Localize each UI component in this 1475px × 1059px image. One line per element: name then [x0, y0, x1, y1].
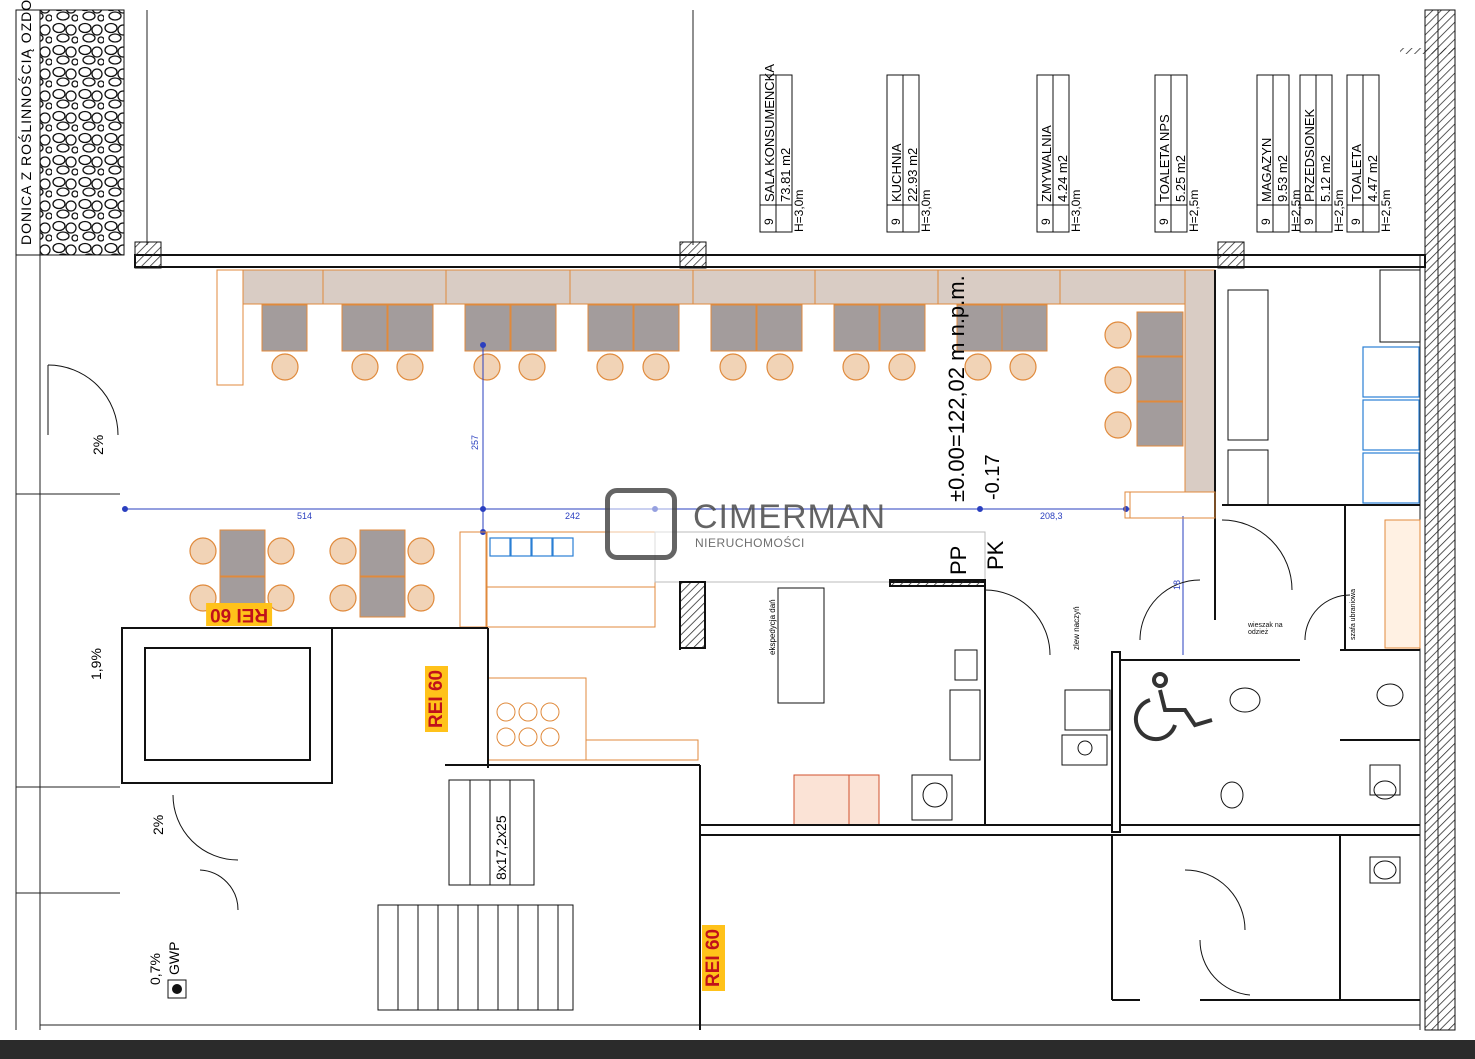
rei-label-2: REI 60: [425, 665, 448, 732]
level-minus: -0.17: [982, 454, 1004, 500]
logo-subtitle: NIERUCHOMOŚCI: [695, 536, 805, 550]
planter-border: [15, 9, 41, 256]
planter-label: DONICA Z ROŚLINNOŚCIĄ OZDOBNĄ: [18, 0, 34, 245]
room-area-zmywalnia: 4.24 m2: [1055, 155, 1070, 202]
bench: [216, 269, 1216, 493]
label-szafa: szafa ubraniowa: [1350, 589, 1357, 640]
dimension-514: 514: [297, 511, 313, 521]
stairs-label: 8x17,2x25: [493, 815, 509, 880]
rei-label-3: REI 60: [702, 924, 725, 991]
room-height-przedsionek: H=2,5m: [1332, 189, 1346, 232]
label-wieszak: wieszak na odzież: [1248, 622, 1283, 636]
room-area-kuchnia: 22.93 m2: [905, 147, 920, 202]
company-logo: CIMERMAN NIERUCHOMOŚCI: [605, 488, 885, 568]
room-number-toaleta-nps: 9: [1157, 218, 1171, 225]
chairs: [189, 321, 1132, 612]
slope-1: 2%: [90, 434, 106, 455]
room-height-sala: H=3,0m: [792, 189, 806, 232]
serving-counter: [777, 491, 1216, 704]
pp-label: PP: [946, 545, 971, 575]
rei-label-1: REI 60: [206, 603, 273, 626]
room-area-sala: 73.81 m2: [778, 147, 793, 202]
bottom-bar: [0, 1040, 1475, 1059]
fridges: [489, 346, 1420, 557]
dimension-208: 208,3: [1040, 511, 1063, 521]
sanitary-fixtures: [911, 649, 1404, 884]
room-number-sala: 9: [762, 218, 776, 225]
room-number-zmywalnia: 9: [1039, 218, 1053, 225]
room-height-zmywalnia: H=3,0m: [1069, 189, 1083, 232]
room-area-magazyn: 9.53 m2: [1275, 155, 1290, 202]
room-height-toaleta-nps: H=2,5m: [1187, 189, 1201, 232]
storage-shelves: [1227, 269, 1421, 506]
room-height-kuchnia: H=3,0m: [919, 189, 933, 232]
stairs: [377, 779, 574, 1011]
dining-tables: [219, 304, 1184, 618]
dimension-257: 257: [470, 434, 480, 450]
level-label: ±0.00=122,02 m n.p.m.: [944, 275, 969, 502]
slope-2: 1,9%: [88, 648, 104, 680]
room-name-zmywalnia: ZMYWALNIA: [1039, 125, 1054, 202]
kitchen-equipment: [459, 491, 1421, 826]
room-height-magazyn: H=2,5m: [1289, 189, 1303, 232]
logo-mark-icon: [605, 488, 677, 560]
room-number-kuchnia: 9: [889, 218, 903, 225]
slope-4: 0,7%: [147, 953, 163, 985]
label-zlew: zlew naczyń: [1072, 606, 1081, 650]
accessible-symbol: [1133, 672, 1213, 742]
room-name-toaleta-nps: TOALETA NPS: [1157, 114, 1172, 202]
label-ekspedycja: ekspedycja dań: [768, 599, 777, 655]
room-name-sala: SALA KONSUMENCKA: [762, 64, 777, 202]
pk-label: PK: [983, 540, 1008, 570]
room-area-toaleta-nps: 5.25 m2: [1173, 155, 1188, 202]
room-area-przedsionek: 5.12 m2: [1318, 155, 1333, 202]
room-number-toaleta: 9: [1349, 218, 1363, 225]
room-label-boxes: [759, 74, 1380, 233]
interior-walls: [121, 270, 1420, 1030]
room-name-toaleta: TOALETA: [1349, 143, 1364, 202]
door-swings: [47, 364, 1351, 996]
slope-3: 2%: [150, 814, 166, 835]
sink-circles: [496, 702, 560, 747]
room-number-przedsionek: 9: [1302, 218, 1316, 225]
gwp-label: GWP: [166, 941, 182, 975]
room-name-kuchnia: KUCHNIA: [889, 143, 904, 202]
drain: [167, 979, 187, 999]
room-number-magazyn: 9: [1259, 218, 1273, 225]
planter-stones: [39, 9, 125, 256]
exterior-wall: [134, 9, 1456, 1031]
logo-name: CIMERMAN: [693, 498, 887, 536]
room-name-przedsionek: PRZEDSIONEK: [1302, 108, 1317, 202]
dimension-242: 242: [565, 511, 581, 521]
dimension-18: 18: [1172, 579, 1182, 590]
room-height-toaleta: H=2,5m: [1379, 189, 1393, 232]
room-name-magazyn: MAGAZYN: [1259, 137, 1274, 202]
room-area-toaleta: 4.47 m2: [1365, 155, 1380, 202]
